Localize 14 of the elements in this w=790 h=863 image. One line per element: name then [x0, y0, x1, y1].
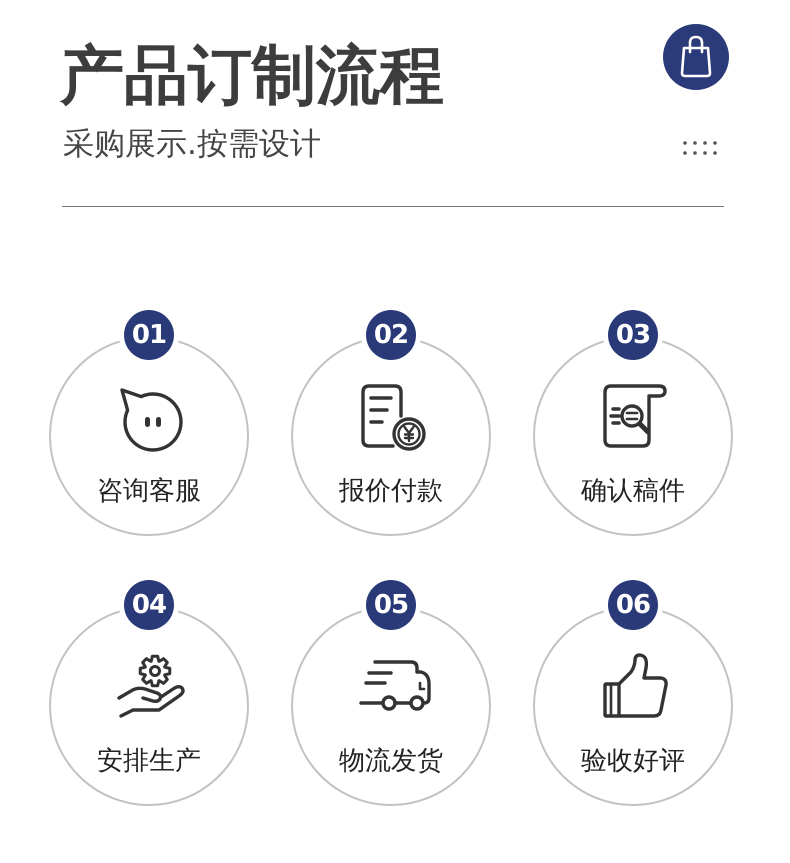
- step-label: 报价付款: [339, 476, 443, 506]
- number-badge: 02: [366, 310, 416, 360]
- step-label: 安排生产: [97, 746, 201, 776]
- number-badge: 01: [124, 310, 174, 360]
- subtitle: 采购展示.按需设计: [63, 125, 321, 164]
- step-label: 验收好评: [581, 746, 685, 776]
- title: 产品订制流程: [60, 40, 444, 112]
- number-badge: 04: [124, 580, 174, 630]
- step-label: 确认稿件: [581, 476, 685, 506]
- number-badge: 03: [608, 310, 658, 360]
- number-badge: 05: [366, 580, 416, 630]
- step-label: 物流发货: [339, 746, 443, 776]
- number-badge: 06: [608, 580, 658, 630]
- step-label: 咨询客服: [97, 476, 201, 506]
